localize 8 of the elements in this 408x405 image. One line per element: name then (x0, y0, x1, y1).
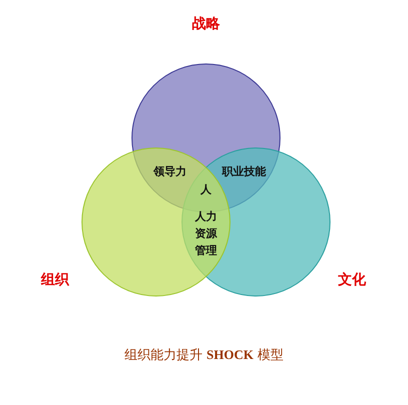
caption: 组织能力提升 SHOCK 模型 (123, 346, 285, 364)
circle-heading: 战略 (192, 16, 220, 32)
region-label: 职业技能 (220, 164, 267, 180)
region-label: 人 (200, 182, 212, 198)
circle-heading: 文化 (338, 272, 366, 288)
region-label: 人力资源管理 (194, 209, 218, 259)
region-label: 领导力 (152, 164, 188, 180)
circle-heading: 组织 (41, 272, 69, 288)
